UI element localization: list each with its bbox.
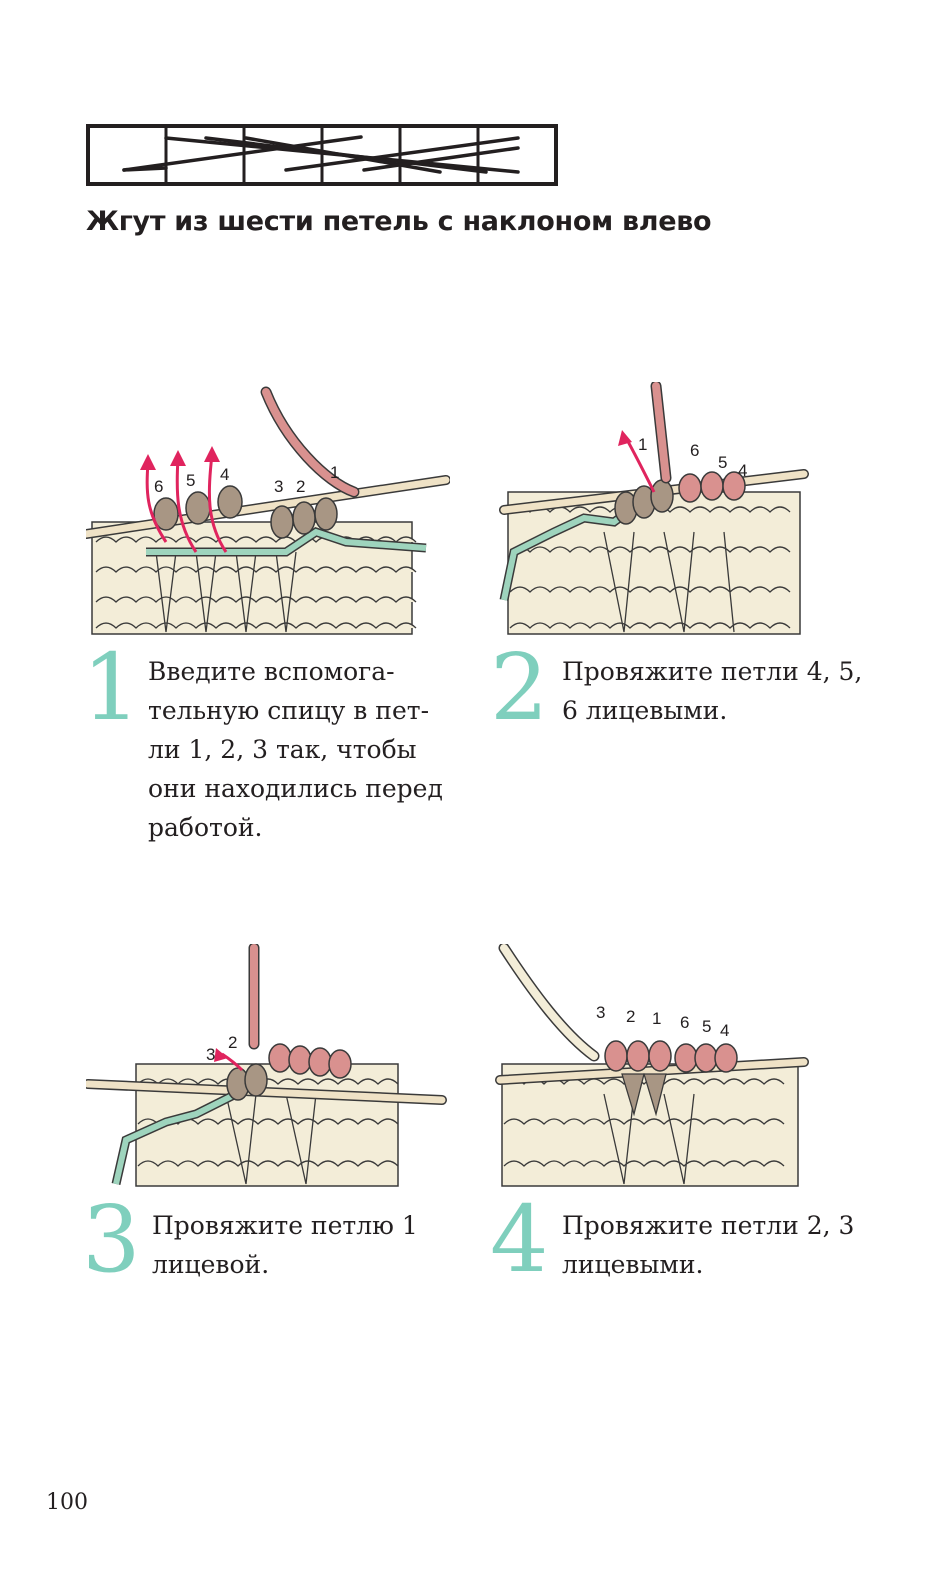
stitch-label: 4: [720, 1021, 729, 1040]
stitch-label: 3: [274, 477, 283, 496]
step-number-1: 1: [82, 634, 141, 741]
step-number-4: 4: [490, 1186, 549, 1293]
knitted-fabric: [507, 491, 801, 635]
text-line: 6 лицевыми.: [562, 696, 728, 725]
step-number-2: 2: [490, 634, 549, 741]
cable-chart-symbol: [86, 124, 558, 186]
stitch-label: 2: [228, 1033, 237, 1052]
stitch-label: 1: [638, 435, 647, 454]
step-2-illustration: 1 6 5 4: [499, 382, 809, 635]
stitch-label: 4: [220, 465, 229, 484]
stitch-label: 2: [296, 477, 305, 496]
step-2-instruction: Провяжите петли 4, 5, 6 лицевыми.: [562, 652, 862, 730]
text-line: Введите вспомога-: [148, 657, 395, 686]
stitch-label: 6: [690, 441, 699, 460]
text-line: они находились перед: [148, 774, 443, 803]
step-4-illustration: 3 2 1 6 5 4: [495, 944, 809, 1187]
knitted-fabric: [91, 521, 417, 635]
text-line: работой.: [148, 813, 263, 842]
step-1-illustration: 6 5 4 3 2 1: [86, 386, 450, 635]
stitch-label: 6: [154, 477, 163, 496]
page-number: 100: [46, 1490, 88, 1515]
stitch-label: 3: [596, 1003, 605, 1022]
stitch-label: 5: [186, 471, 195, 490]
stitch-label: 5: [718, 453, 727, 472]
text-line: ли 1, 2, 3 так, чтобы: [148, 735, 417, 764]
stitch-label: 6: [680, 1013, 689, 1032]
text-line: тельную спицу в пет-: [148, 696, 430, 725]
step-4-instruction: Провяжите петли 2, 3 лицевыми.: [562, 1206, 854, 1284]
text-line: лицевыми.: [562, 1250, 704, 1279]
text-line: лицевой.: [152, 1250, 270, 1279]
stitch-label: 3: [206, 1045, 215, 1064]
step-3-illustration: 3 2: [86, 944, 447, 1187]
text-line: Провяжите петлю 1: [152, 1211, 418, 1240]
step-number-3: 3: [82, 1186, 141, 1293]
stitch-label: 4: [738, 461, 747, 480]
text-line: Провяжите петли 4, 5,: [562, 657, 863, 686]
stitch-label: 5: [702, 1017, 711, 1036]
stitch-label: 2: [626, 1007, 635, 1026]
step-1-instruction: Введите вспомога- тельную спицу в пет- л…: [148, 652, 443, 847]
page-title: Жгут из шести петель с наклоном влево: [86, 206, 712, 237]
stitch-label: 1: [330, 463, 339, 482]
step-3-instruction: Провяжите петлю 1 лицевой.: [152, 1206, 418, 1284]
text-line: Провяжите петли 2, 3: [562, 1211, 855, 1240]
stitch-label: 1: [652, 1009, 661, 1028]
